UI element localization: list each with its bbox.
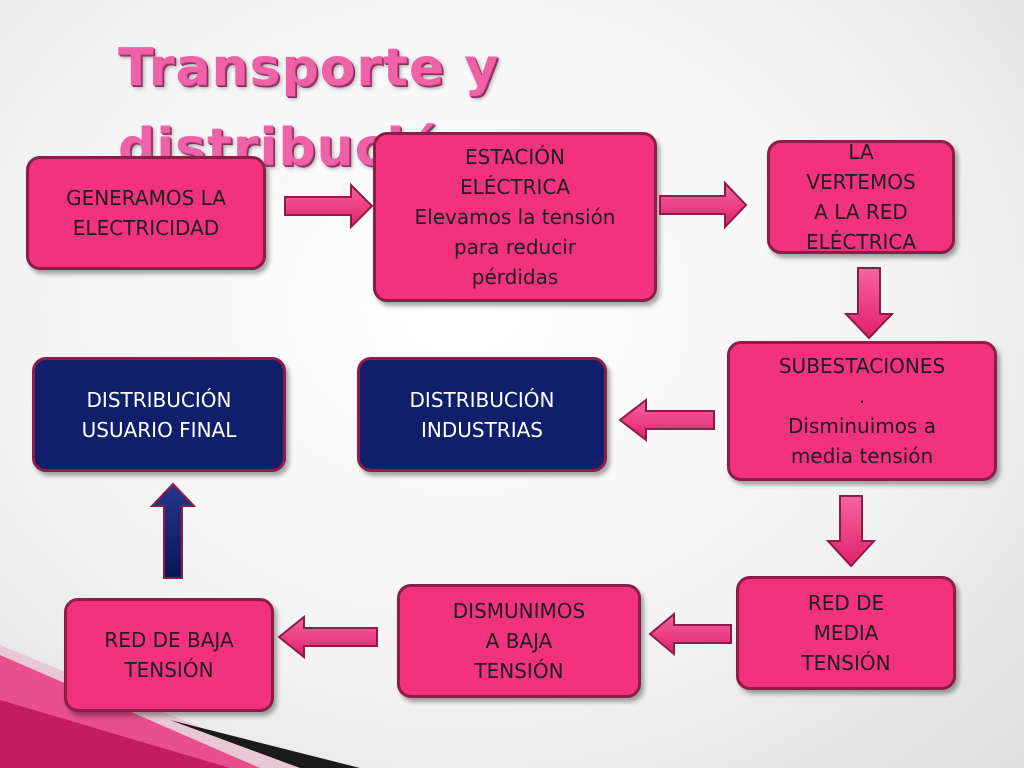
arrow-estacion-to-vertemos xyxy=(659,180,748,230)
node-red-baja-label: RED DE BAJA TENSIÓN xyxy=(104,628,234,682)
node-vertemos: LA VERTEMOS A LA RED ELÉCTRICA xyxy=(767,140,955,254)
node-distribucion-usuario-final: DISTRIBUCIÓN USUARIO FINAL xyxy=(32,357,286,472)
arrow-subestaciones-to-red-media xyxy=(825,495,877,568)
node-vertemos-label: LA VERTEMOS A LA RED ELÉCTRICA xyxy=(805,140,917,254)
node-red-media-tension: RED DE MEDIA TENSIÓN xyxy=(736,576,956,690)
node-disminuimos-baja: DISMUNIMOS A BAJA TENSIÓN xyxy=(397,584,641,698)
node-estacion-electrica: ESTACIÓN ELÉCTRICA Elevamos la tensión p… xyxy=(373,132,657,302)
arrow-generamos-to-estacion xyxy=(284,182,374,230)
arrow-disminuimos-to-red-baja xyxy=(277,614,378,660)
node-estacion-label: ESTACIÓN ELÉCTRICA Elevamos la tensión p… xyxy=(414,145,616,289)
node-subestaciones: SUBESTACIONES . Disminuimos a media tens… xyxy=(727,341,997,481)
arrow-red-baja-to-usuario-final xyxy=(149,482,197,579)
node-red-media-label: RED DE MEDIA TENSIÓN xyxy=(801,591,891,675)
arrow-subestaciones-to-industrias xyxy=(618,397,715,443)
node-industrias-label: DISTRIBUCIÓN INDUSTRIAS xyxy=(409,387,555,442)
node-red-baja-tension: RED DE BAJA TENSIÓN xyxy=(64,598,274,712)
arrow-vertemos-to-subestaciones xyxy=(843,267,895,340)
node-disminuimos-baja-label: DISMUNIMOS A BAJA TENSIÓN xyxy=(452,599,586,683)
node-generamos: GENERAMOS LA ELECTRICIDAD xyxy=(26,156,266,270)
node-usuario-final-label: DISTRIBUCIÓN USUARIO FINAL xyxy=(81,387,237,442)
node-subestaciones-label: SUBESTACIONES . Disminuimos a media tens… xyxy=(778,354,946,468)
node-generamos-label: GENERAMOS LA ELECTRICIDAD xyxy=(66,186,226,240)
node-distribucion-industrias: DISTRIBUCIÓN INDUSTRIAS xyxy=(357,357,607,472)
arrow-red-media-to-disminuimos xyxy=(648,611,732,657)
